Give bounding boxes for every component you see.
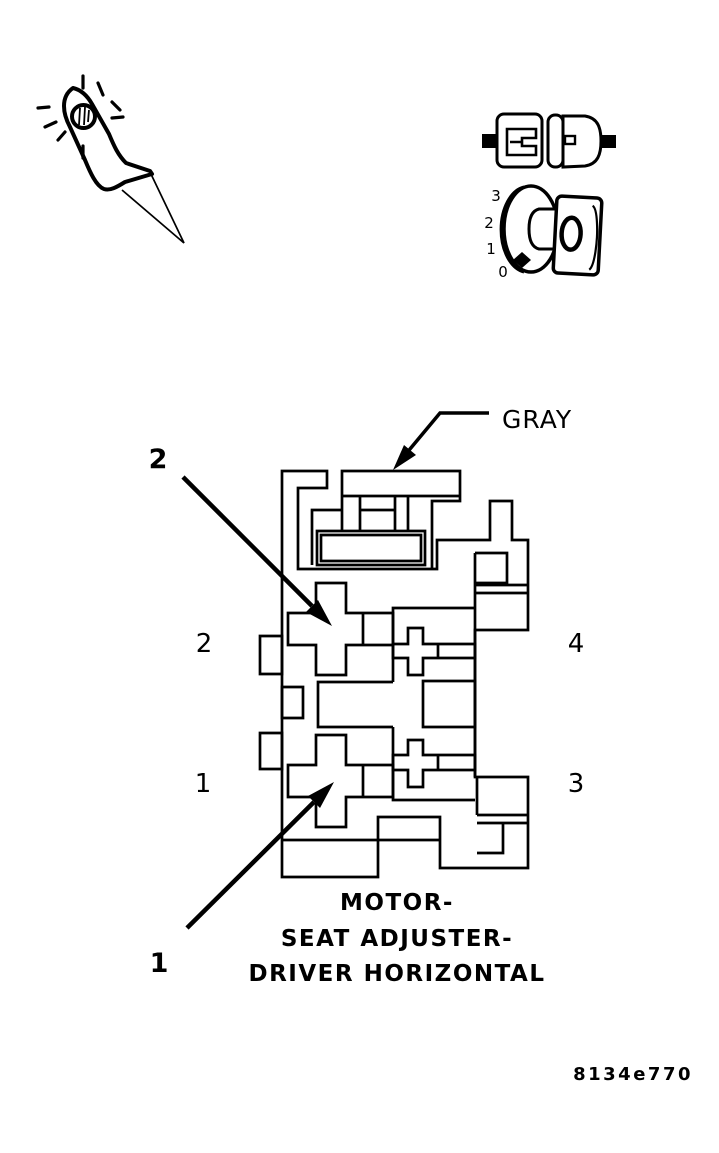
terminal-1-callout: 1 bbox=[150, 782, 334, 979]
terminal-3-cavity bbox=[391, 738, 477, 789]
caption-line-3: DRIVER HORIZONTAL bbox=[249, 961, 546, 987]
connector-left-tabs bbox=[258, 634, 305, 771]
center-channel bbox=[316, 680, 393, 729]
callout-2-label: 2 bbox=[149, 444, 168, 475]
dial-disc-rim bbox=[499, 185, 525, 274]
plug-slot bbox=[563, 134, 577, 146]
dial-plate-edge bbox=[588, 204, 599, 271]
pin-label-right-top: 4 bbox=[568, 629, 585, 659]
pin-label-left-top: 2 bbox=[196, 629, 213, 659]
dial-scale-1: 1 bbox=[486, 240, 496, 258]
wire-stub-right bbox=[600, 135, 616, 148]
gray-leader-line bbox=[403, 411, 489, 457]
gray-arrowhead-icon bbox=[393, 445, 416, 470]
center-cavity-rect bbox=[421, 679, 477, 729]
sparkle-rays-icon bbox=[36, 74, 125, 160]
probe-lens-hatch bbox=[78, 106, 90, 126]
callout-2-leader-line bbox=[181, 475, 314, 608]
caption-line-2: SEAT ADJUSTER- bbox=[281, 926, 513, 952]
callout-1-arrowhead-icon bbox=[308, 782, 334, 808]
test-light-icon bbox=[36, 74, 185, 244]
callout-1-label: 1 bbox=[150, 948, 169, 979]
terminal-4-cavity bbox=[391, 626, 477, 677]
pin-label-right-bottom: 3 bbox=[568, 769, 585, 799]
dial-cavity-oval bbox=[559, 215, 583, 252]
connector-latch-structure bbox=[310, 469, 462, 569]
dial-scale-2: 2 bbox=[484, 214, 494, 232]
terminal-position-dial-icon: 3 2 1 0 bbox=[484, 184, 604, 281]
probe-body bbox=[62, 86, 154, 192]
connector-side-view-icon bbox=[482, 112, 616, 169]
gray-label: GRAY bbox=[502, 405, 572, 434]
plug-seal-ring bbox=[546, 113, 565, 169]
wire-stub-left bbox=[482, 134, 497, 148]
dial-notch bbox=[527, 207, 559, 251]
gray-wire-callout: GRAY bbox=[393, 405, 572, 470]
connector-face-diagram bbox=[258, 469, 530, 879]
dial-scale-3: 3 bbox=[491, 187, 501, 205]
dial-scale-0: 0 bbox=[498, 263, 508, 281]
terminal-2-callout: 2 bbox=[149, 444, 332, 626]
connector-outer-outline bbox=[280, 469, 530, 879]
callout-1-leader-line bbox=[185, 800, 316, 930]
caption-line-1: MOTOR- bbox=[340, 890, 454, 916]
plug-body-left bbox=[495, 112, 544, 169]
figure-code: 8134e770 bbox=[573, 1064, 693, 1085]
probe-tip bbox=[121, 171, 185, 244]
connector-right-keyways bbox=[473, 551, 528, 855]
plug-terminal-outline bbox=[505, 127, 538, 157]
terminal-3-pocket bbox=[391, 727, 475, 802]
plug-body-right bbox=[561, 114, 603, 169]
dial-index-marker bbox=[513, 252, 531, 268]
figure-caption: MOTOR- SEAT ADJUSTER- DRIVER HORIZONTAL bbox=[249, 890, 546, 987]
pin-label-left-bottom: 1 bbox=[195, 769, 212, 799]
callout-2-arrowhead-icon bbox=[306, 600, 332, 626]
